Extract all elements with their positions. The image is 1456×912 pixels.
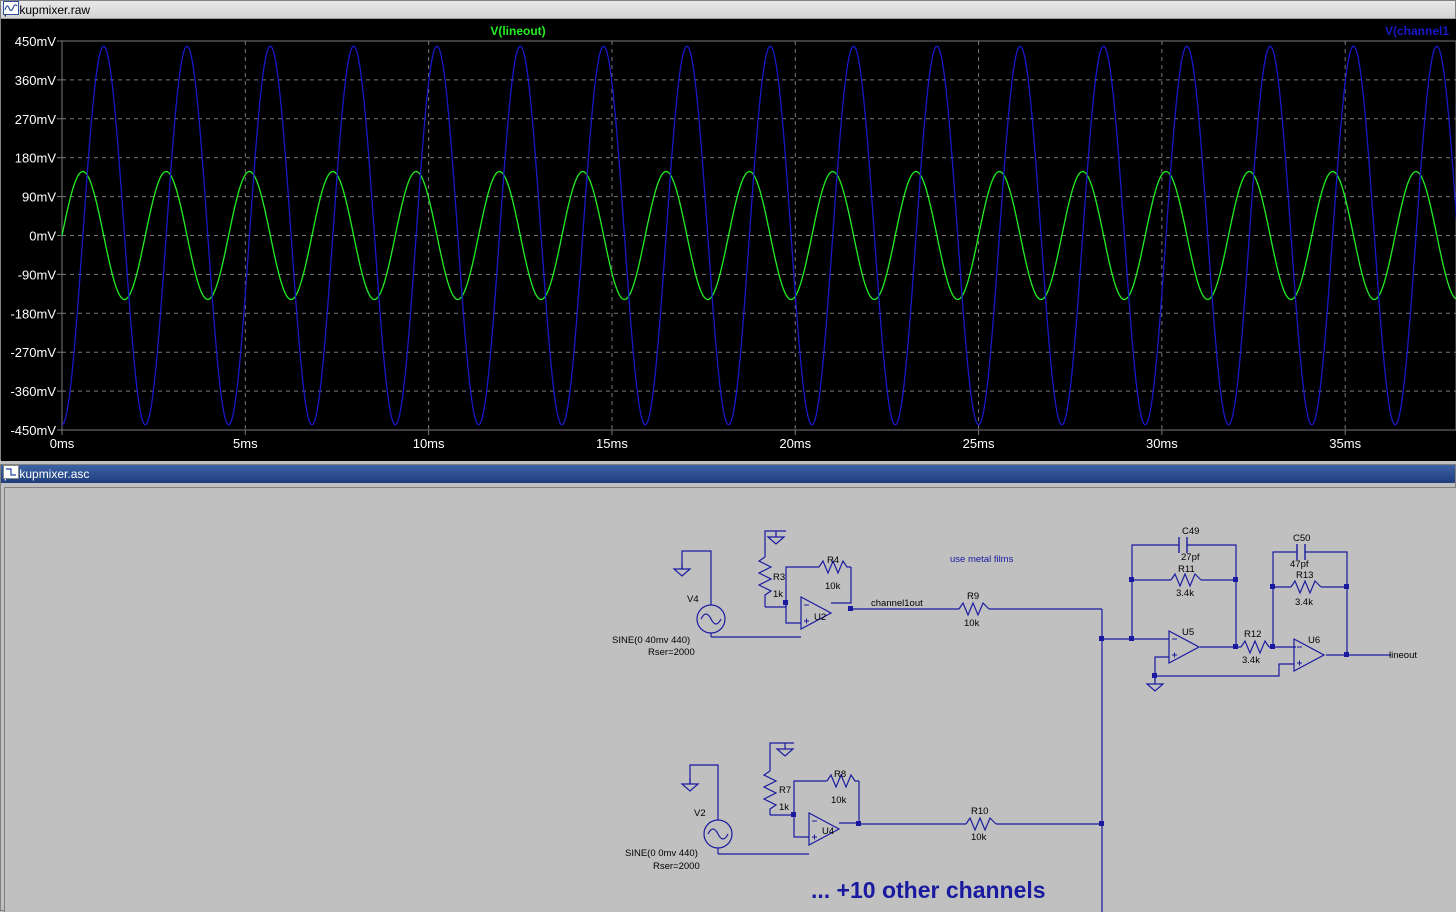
- label-v2[interactable]: V2: [694, 808, 706, 819]
- schematic-wires: [681, 530, 1391, 912]
- x-tick-label: 0ms: [50, 436, 75, 451]
- y-tick-label: 450mV: [15, 34, 57, 49]
- schematic-window-title: pickupmixer.asc: [4, 467, 90, 481]
- label-r4[interactable]: R4: [827, 555, 839, 566]
- y-tick-label: 180mV: [15, 151, 57, 166]
- trace-label-lineout[interactable]: V(lineout): [490, 24, 545, 38]
- x-tick-label: 30ms: [1146, 436, 1178, 451]
- label-r11[interactable]: R11: [1178, 564, 1195, 575]
- x-tick-label: 35ms: [1329, 436, 1361, 451]
- resistor-symbols: [757, 556, 1322, 832]
- voltage-source-v4[interactable]: [696, 597, 726, 637]
- label-r9[interactable]: R9: [967, 591, 979, 602]
- y-tick-label: 360mV: [15, 73, 57, 88]
- label-v2-rser[interactable]: Rser=2000: [653, 861, 700, 872]
- label-u4[interactable]: U4: [822, 826, 834, 837]
- ground-symbol: [681, 777, 699, 792]
- plot-grid: [61, 40, 1456, 431]
- waveform-window[interactable]: pickupmixer.raw 450mV 360mV 270mV 180mV 90mV…: [0, 0, 1456, 461]
- label-v4-rser[interactable]: Rser=2000: [648, 647, 695, 658]
- label-u2[interactable]: U2: [814, 612, 826, 623]
- ground-symbol: [1146, 677, 1164, 692]
- label-r7[interactable]: R7: [779, 785, 791, 796]
- label-v4-spec[interactable]: SINE(0 40mv 440): [612, 635, 690, 646]
- comment-metal-films[interactable]: use metal films: [950, 554, 1014, 565]
- plot-background: [1, 19, 1456, 461]
- label-r12[interactable]: R12: [1244, 629, 1261, 640]
- plot-traces: [61, 45, 1456, 426]
- y-tick-label: -270mV: [10, 345, 56, 360]
- x-tick-label: 25ms: [963, 436, 995, 451]
- y-tick-label: -360mV: [10, 384, 56, 399]
- ground-symbol: [673, 562, 691, 577]
- label-r10[interactable]: R10: [971, 806, 988, 817]
- y-tick-label: -90mV: [18, 267, 57, 282]
- x-tick-label: 15ms: [596, 436, 628, 451]
- label-r9-value[interactable]: 10k: [964, 618, 980, 629]
- schematic-titlebar[interactable]: pickupmixer.asc: [1, 465, 1455, 483]
- schematic-window-icon: [3, 465, 19, 479]
- label-r3-value[interactable]: 1k: [773, 589, 783, 600]
- label-c50[interactable]: C50: [1293, 533, 1310, 544]
- label-r11-value[interactable]: 3.4k: [1176, 588, 1194, 599]
- label-u5[interactable]: U5: [1182, 627, 1194, 638]
- x-axis-ticks: 0ms 5ms 10ms 15ms 20ms 25ms 30ms 35ms: [50, 430, 1362, 451]
- schematic-window[interactable]: pickupmixer.asc: [0, 464, 1456, 912]
- waveform-window-title: pickupmixer.raw: [4, 2, 91, 17]
- label-c49[interactable]: C49: [1182, 526, 1199, 537]
- y-tick-label: 0mV: [29, 229, 56, 244]
- label-u6[interactable]: U6: [1308, 635, 1320, 646]
- x-tick-label: 5ms: [233, 436, 258, 451]
- x-tick-label: 20ms: [779, 436, 811, 451]
- voltage-source-v2[interactable]: [703, 814, 733, 854]
- label-v2-spec[interactable]: SINE(0 0mv 440): [625, 848, 698, 859]
- waveform-window-icon: [3, 1, 19, 15]
- label-r12-value[interactable]: 3.4k: [1242, 655, 1260, 666]
- junction-dots: [783, 577, 1349, 826]
- label-net-channel1out[interactable]: channel1out: [871, 598, 923, 609]
- waveform-plot[interactable]: 450mV 360mV 270mV 180mV 90mV 0mV -90mV -180mV -2…: [1, 19, 1456, 461]
- label-r13[interactable]: R13: [1296, 570, 1313, 581]
- label-r10-value[interactable]: 10k: [971, 832, 987, 843]
- label-r3[interactable]: R3: [773, 572, 785, 583]
- ground-symbol: [767, 530, 785, 545]
- waveform-titlebar[interactable]: pickupmixer.raw: [1, 1, 1455, 19]
- schematic-drawing[interactable]: V4 SINE(0 40mv 440) Rser=2000 R3 1k R4 1…: [1, 465, 1456, 912]
- label-c50-value[interactable]: 47pf: [1290, 559, 1309, 570]
- label-r4-value[interactable]: 10k: [825, 581, 841, 592]
- label-r13-value[interactable]: 3.4k: [1295, 597, 1313, 608]
- ground-symbol: [776, 742, 794, 757]
- label-r7-value[interactable]: 1k: [779, 802, 789, 813]
- y-tick-label: 270mV: [15, 112, 57, 127]
- capacitor-symbols: [1178, 537, 1306, 560]
- y-axis-ticks: 450mV 360mV 270mV 180mV 90mV 0mV -90mV -180mV -2…: [10, 34, 62, 438]
- label-r8[interactable]: R8: [834, 769, 846, 780]
- label-c49-value[interactable]: 27pf: [1181, 552, 1200, 563]
- label-v4[interactable]: V4: [687, 594, 699, 605]
- trace-label-channel1[interactable]: V(channel1: [1385, 24, 1449, 38]
- label-r8-value[interactable]: 10k: [831, 795, 847, 806]
- y-tick-label: -450mV: [10, 423, 56, 438]
- comment-other-channels[interactable]: ... +10 other channels: [811, 877, 1046, 903]
- label-net-lineout[interactable]: lineout: [1389, 650, 1417, 661]
- x-tick-label: 10ms: [413, 436, 445, 451]
- trace-channel1: [61, 45, 1456, 426]
- y-tick-label: 90mV: [22, 190, 56, 205]
- y-tick-label: -180mV: [10, 306, 56, 321]
- trace-lineout: [61, 170, 1456, 301]
